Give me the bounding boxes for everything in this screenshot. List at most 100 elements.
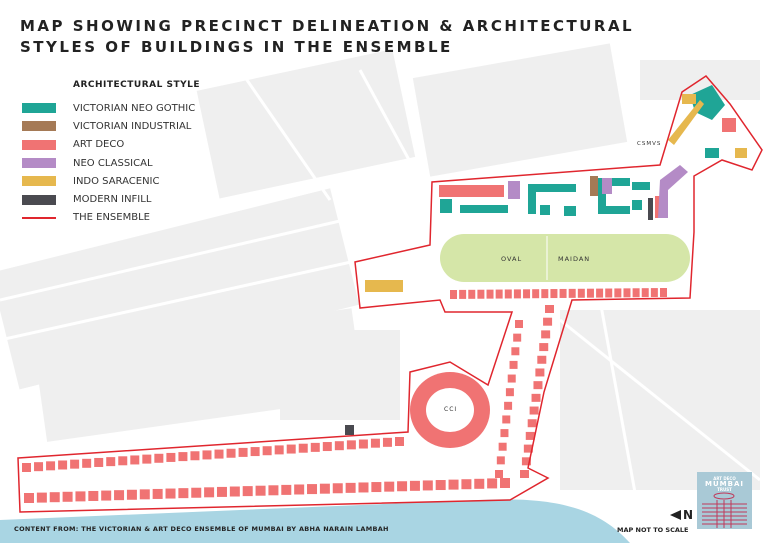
art-deco-building: [596, 288, 604, 298]
swatch: [22, 121, 56, 132]
art-deco-building: [286, 444, 296, 454]
title-line-2: STYLES OF BUILDINGS IN THE ENSEMBLE: [20, 38, 453, 56]
art-deco-building: [533, 381, 543, 390]
art-deco-building: [126, 489, 137, 500]
art-deco-building: [307, 484, 318, 495]
art-deco-building: [395, 437, 404, 446]
art-deco-building: [507, 374, 516, 383]
art-deco-building: [550, 289, 558, 299]
logo-line-1: ART DECO: [713, 476, 736, 481]
art-deco-building: [568, 288, 576, 298]
art-deco-building: [190, 451, 200, 461]
art-deco-building: [22, 463, 31, 472]
art-deco-building: [75, 491, 86, 502]
art-deco-building: [520, 470, 529, 478]
swatch: [22, 158, 56, 169]
art-deco-building: [515, 320, 523, 328]
north-label: N: [683, 508, 694, 522]
art-deco-building: [345, 482, 356, 493]
art-deco-mumbai-trust-logo: ART DECO MUMBAI TRUST: [697, 472, 752, 529]
art-deco-building: [166, 452, 176, 462]
art-deco-building: [509, 360, 518, 369]
art-deco-building: [58, 460, 68, 470]
art-deco-building: [216, 486, 227, 497]
legend-label: NEO CLASSICAL: [73, 157, 153, 169]
streets: [0, 69, 761, 521]
swatch: [22, 103, 56, 114]
building-illustration: [702, 492, 747, 528]
art-deco-building: [500, 478, 510, 488]
art-deco-building: [495, 470, 503, 478]
ensemble-boundary: [17, 75, 763, 513]
map-title: MAP SHOWING PRECINCT DELINEATION & ARCHI…: [20, 16, 634, 58]
art-deco-building: [660, 288, 667, 297]
art-deco-building: [523, 444, 533, 453]
art-deco-building: [586, 288, 594, 298]
art-deco-building: [82, 458, 92, 468]
art-deco-building: [539, 343, 549, 352]
neo-gothic-buildings: [440, 85, 725, 216]
legend-label: MODERN INFILL: [73, 194, 152, 206]
art-deco-building: [46, 461, 56, 471]
art-deco-building: [504, 289, 512, 299]
art-deco-building: [370, 438, 380, 448]
water: [0, 499, 630, 543]
art-deco-building: [632, 288, 640, 298]
art-deco-building: [577, 288, 585, 298]
art-deco-building: [322, 442, 332, 452]
legend-heading: ARCHITECTURAL STYLE: [73, 80, 201, 90]
art-deco-building: [382, 437, 392, 447]
art-deco-building: [281, 484, 292, 495]
art-deco-building: [384, 481, 395, 492]
art-deco-building: [346, 440, 356, 450]
art-deco-building: [605, 288, 613, 298]
legend-item-modern-infill: MODERN INFILL: [22, 190, 200, 208]
swatch: [22, 139, 56, 150]
art-deco-building: [229, 486, 240, 497]
art-deco-building: [358, 482, 369, 493]
art-deco-building: [502, 415, 511, 424]
art-deco-building: [496, 456, 505, 465]
art-deco-building: [94, 457, 104, 467]
art-deco-building: [397, 481, 408, 492]
art-deco-building: [531, 393, 541, 402]
art-deco-building: [495, 289, 503, 299]
legend-item-industrial: VICTORIAN INDUSTRIAL: [22, 117, 200, 135]
swatch: [22, 216, 56, 219]
art-deco-building: [543, 317, 553, 326]
indo-saracenic-buildings: [365, 94, 747, 292]
legend-item-art-deco: ART DECO: [22, 136, 200, 154]
legend-label: THE ENSEMBLE: [73, 212, 150, 224]
cci-label: CCI: [444, 406, 458, 413]
art-deco-building: [88, 490, 99, 501]
art-deco-building: [139, 489, 150, 500]
art-deco-building: [310, 442, 320, 452]
neo-classical-buildings: [508, 165, 688, 218]
art-deco-building: [529, 406, 539, 415]
art-deco-building: [525, 431, 535, 440]
art-deco-building: [450, 290, 457, 299]
art-deco-building: [435, 480, 446, 491]
art-deco-building: [178, 452, 188, 462]
art-deco-building: [118, 456, 128, 466]
swatch: [22, 194, 56, 205]
north-arrow: N: [670, 508, 693, 522]
art-deco-building: [513, 333, 522, 342]
art-deco-building: [459, 289, 467, 299]
legend-label: ART DECO: [73, 139, 125, 151]
title-line-1: MAP SHOWING PRECINCT DELINEATION & ARCHI…: [20, 17, 635, 35]
art-deco-building: [487, 478, 498, 489]
art-deco-building: [250, 447, 260, 457]
art-deco-building: [545, 305, 554, 313]
art-deco-building: [142, 454, 152, 464]
art-deco-building: [242, 486, 253, 497]
art-deco-building: [36, 492, 47, 503]
legend-item-ensemble: THE ENSEMBLE: [22, 209, 200, 227]
art-deco-building: [34, 462, 44, 472]
art-deco-building: [486, 289, 494, 299]
art-deco-building: [505, 388, 514, 397]
art-deco-building: [49, 492, 60, 503]
art-deco-building: [214, 449, 224, 459]
art-deco-building: [535, 368, 545, 377]
